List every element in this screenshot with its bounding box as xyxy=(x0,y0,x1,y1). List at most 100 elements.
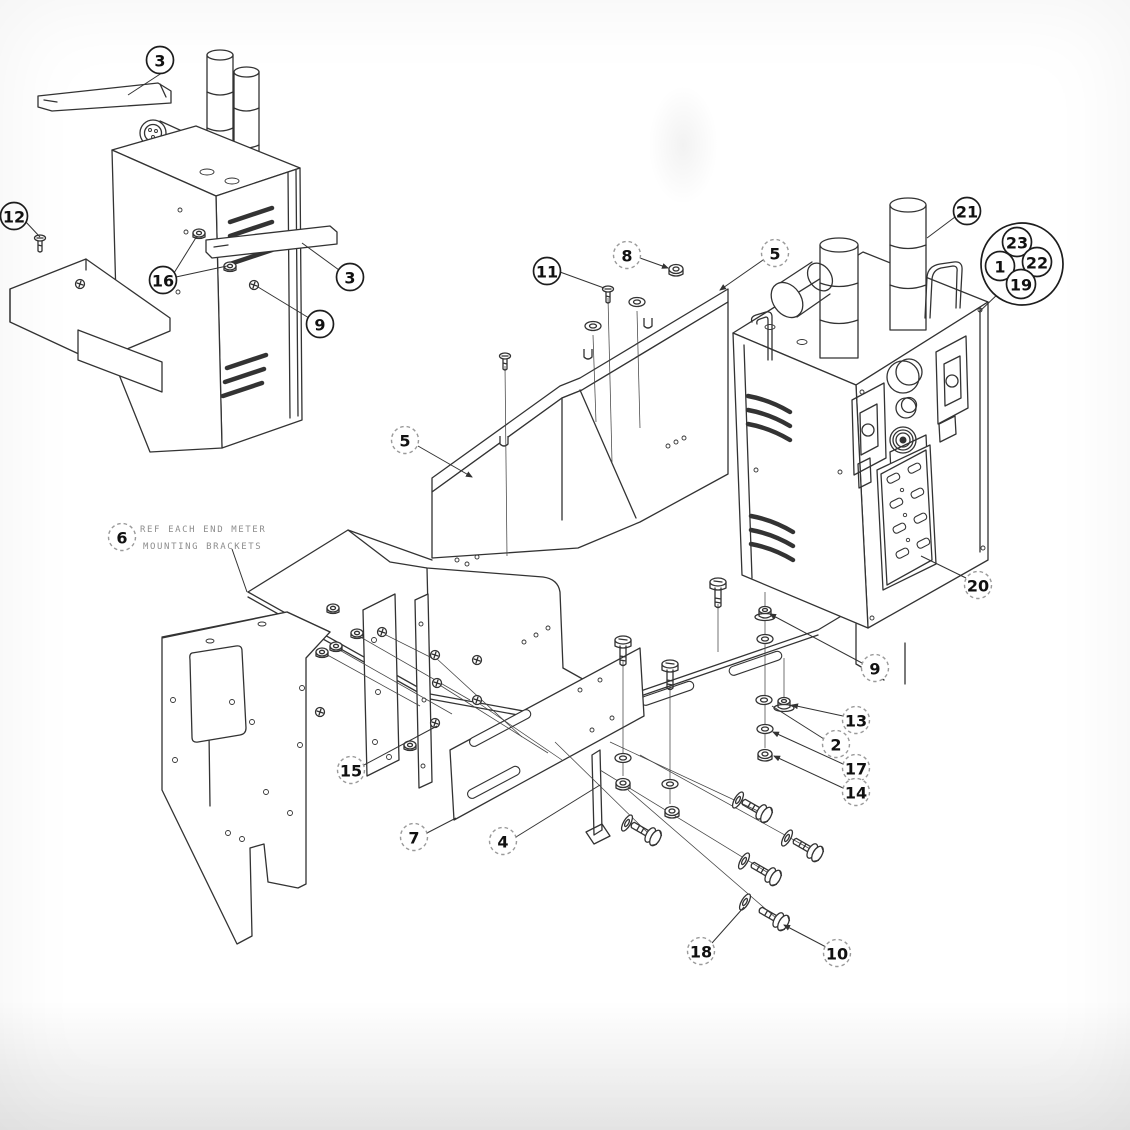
nut-s-icon xyxy=(350,628,364,640)
bolt-h-icon xyxy=(758,906,791,932)
callout-balloon-2: 2 xyxy=(821,729,851,759)
bolt-v-icon xyxy=(661,659,679,691)
svg-text:4: 4 xyxy=(497,833,508,852)
washer-h-icon xyxy=(737,852,751,870)
flange-nut-icon xyxy=(754,605,776,622)
callout-balloon-3: 3 xyxy=(335,262,365,292)
nut-s-icon xyxy=(326,603,340,615)
nut-s-icon xyxy=(329,641,343,653)
nut-icon xyxy=(615,777,631,791)
nut-s-icon xyxy=(315,647,329,659)
bolt-v-icon xyxy=(614,635,632,667)
callout-balloon-10: 10 xyxy=(822,938,852,968)
svg-text:15: 15 xyxy=(340,762,362,781)
washer-icon xyxy=(628,296,646,308)
callout-balloon-4: 4 xyxy=(488,826,518,856)
callout-balloon-12: 12 xyxy=(0,201,29,231)
washer-icon xyxy=(584,320,602,332)
svg-text:10: 10 xyxy=(826,945,848,964)
outlet-panel xyxy=(876,444,937,591)
breaker-square xyxy=(938,415,957,443)
svg-text:22: 22 xyxy=(1026,254,1048,273)
callout-balloon-13: 13 xyxy=(841,705,871,735)
generator-mufflers xyxy=(819,197,927,359)
nut-icon xyxy=(668,263,684,277)
washer-icon xyxy=(756,723,774,735)
washer-h-icon xyxy=(780,829,794,847)
screw-s-icon xyxy=(74,278,86,290)
note-line-2: MOUNTING BRACKETS xyxy=(143,542,262,552)
bolt-h-icon xyxy=(630,821,663,847)
callout-balloon-11: 11 xyxy=(532,256,562,286)
callout-balloon-16: 16 xyxy=(148,265,178,295)
screw-s-icon xyxy=(429,717,441,729)
callout-balloon-17: 17 xyxy=(841,753,871,783)
screw-v-icon xyxy=(498,352,512,371)
washer-h-icon xyxy=(738,893,752,911)
svg-text:21: 21 xyxy=(956,203,978,222)
screw-s-icon xyxy=(431,677,443,689)
bracket-rail-side xyxy=(205,225,338,259)
callout-balloon-7: 7 xyxy=(399,822,429,852)
nut-s-icon xyxy=(223,261,237,273)
callout-balloon-9: 9 xyxy=(305,309,335,339)
lift-handle-right xyxy=(924,261,963,319)
screw-s-icon xyxy=(471,654,483,666)
svg-text:5: 5 xyxy=(769,245,780,264)
svg-text:17: 17 xyxy=(845,760,867,779)
exhaust-elbow xyxy=(770,261,834,319)
nut-s-icon xyxy=(192,228,206,240)
svg-text:18: 18 xyxy=(690,943,712,962)
svg-text:1: 1 xyxy=(994,258,1005,277)
svg-text:9: 9 xyxy=(869,660,880,679)
meter-face-bracket xyxy=(431,288,729,645)
callout-balloon-15: 15 xyxy=(336,755,366,785)
svg-text:12: 12 xyxy=(3,208,25,227)
svg-text:16: 16 xyxy=(152,272,174,291)
main-exploded-view xyxy=(161,197,989,945)
callout-balloon-5: 5 xyxy=(760,238,790,268)
bracket-panel xyxy=(431,301,729,559)
screw-s-icon xyxy=(429,649,441,661)
screw-s-icon xyxy=(471,694,483,706)
sub-assembly-view xyxy=(9,49,338,453)
nut-s-icon xyxy=(403,740,417,752)
rocker-switch-left xyxy=(851,382,887,476)
svg-text:3: 3 xyxy=(154,52,165,71)
nut-icon xyxy=(664,805,680,819)
svg-text:13: 13 xyxy=(845,712,867,731)
callout-balloon-14: 14 xyxy=(841,777,871,807)
washer-icon xyxy=(756,633,774,645)
sub-generator-body xyxy=(111,125,303,453)
nut-icon xyxy=(757,748,773,762)
screw-v-icon xyxy=(601,285,615,304)
bracket-rail-top xyxy=(37,82,172,112)
washer-icon xyxy=(755,694,773,706)
svg-text:6: 6 xyxy=(116,529,127,548)
callout-balloon-8: 8 xyxy=(612,240,642,270)
svg-text:9: 9 xyxy=(314,316,325,335)
callout-balloon-18: 18 xyxy=(686,936,716,966)
svg-text:19: 19 xyxy=(1010,276,1032,295)
end-meter-mounting-bracket xyxy=(161,611,331,945)
svg-text:20: 20 xyxy=(967,577,989,596)
small-knob xyxy=(895,397,917,419)
base-foot xyxy=(77,329,163,393)
callout-balloon-21: 21 xyxy=(952,196,982,226)
callout-balloon-3: 3 xyxy=(145,45,175,75)
bolt-h-icon xyxy=(741,798,774,824)
screw-v-icon xyxy=(33,234,47,253)
note-line-1: REF EACH END METER xyxy=(140,525,266,535)
svg-text:11: 11 xyxy=(536,263,558,282)
hardware-layer xyxy=(33,228,825,932)
washer-h-icon xyxy=(731,791,745,809)
bolt-v-icon xyxy=(709,577,727,609)
generator-unit xyxy=(732,197,989,629)
bracket-front-face xyxy=(161,611,331,945)
svg-text:3: 3 xyxy=(344,269,355,288)
reference-note: REF EACH END METER MOUNTING BRACKETS xyxy=(140,525,266,552)
control-panel xyxy=(851,335,969,591)
bolt-h-icon xyxy=(750,861,783,887)
